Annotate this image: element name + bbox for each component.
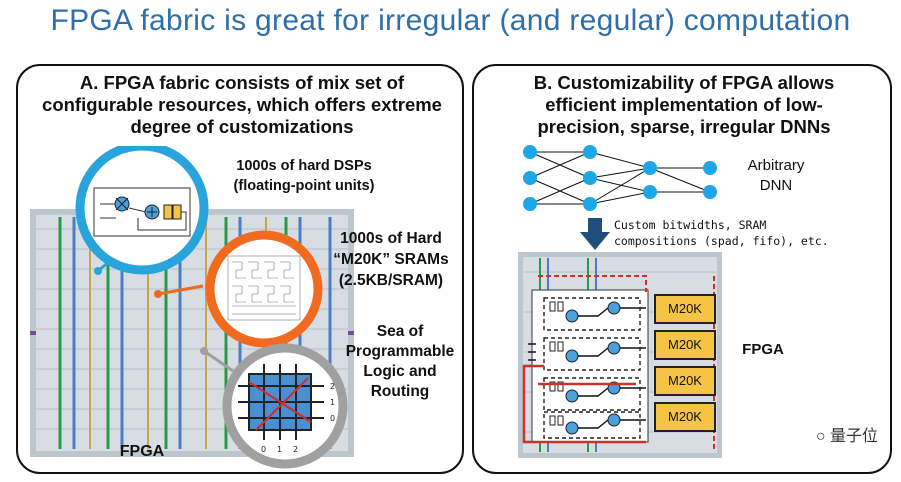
- panel-b: B. Customizability of FPGA allows effici…: [472, 64, 892, 474]
- panel-a-title-line3: degree of customizations: [130, 116, 354, 137]
- wechat-icon: ○: [815, 428, 826, 445]
- grid-tick-x-0: 0: [261, 445, 266, 454]
- watermark-text: 量子位: [829, 428, 878, 445]
- dsp-label-line2: (floating-point units): [233, 178, 375, 194]
- dnn-label-line1: Arbitrary: [747, 157, 805, 174]
- m20k-block-3: M20K: [654, 366, 716, 396]
- fpga-label-b: FPGA: [742, 341, 784, 358]
- grid-tick-y-0: 0: [330, 414, 335, 423]
- logic-label-line3: Logic and: [363, 363, 437, 380]
- panel-b-title-line1: B. Customizability of FPGA allows: [533, 72, 835, 93]
- custom-note-line2: compositions (spad, fifo), etc.: [614, 234, 829, 248]
- panel-b-title-line2: efficient implementation of low-: [545, 94, 823, 115]
- grid-tick-y-2: 2: [330, 382, 335, 391]
- panel-a-title-line1: A. FPGA fabric consists of mix set of: [79, 72, 405, 93]
- m20k-block-1: M20K: [654, 294, 716, 324]
- dnn-diagram: [523, 145, 717, 211]
- slide-title: FPGA fabric is great for irregular (and …: [50, 4, 851, 37]
- panel-b-title-line3: precision, sparse, irregular DNNs: [537, 116, 831, 137]
- m20k-block-2: M20K: [654, 330, 716, 360]
- logic-label-line2: Programmable: [345, 343, 455, 360]
- panel-a-title-line2: configurable resources, which offers ext…: [42, 94, 442, 115]
- dsp-label-line1: 1000s of hard DSPs: [236, 158, 372, 174]
- grid-tick-x-1: 1: [277, 445, 282, 454]
- m20k-block-4: M20K: [654, 402, 716, 432]
- grid-tick-x-2: 2: [293, 445, 298, 454]
- watermark: ○ 量子位: [816, 422, 878, 446]
- callout-rings: 2 1 0 0 1 2: [75, 146, 348, 469]
- sram-label-line2: “M20K” SRAMs: [333, 251, 449, 268]
- sram-label-line1: 1000s of Hard: [340, 230, 442, 247]
- panel-a: A. FPGA fabric consists of mix set of co…: [16, 64, 464, 474]
- dnn-label-line2: DNN: [759, 177, 793, 194]
- down-arrow-icon: [580, 218, 610, 250]
- logic-label-line4: Routing: [370, 383, 430, 400]
- sram-label-line3: (2.5KB/SRAM): [338, 272, 444, 289]
- fpga-label-a: FPGA: [119, 443, 165, 460]
- logic-label-line1: Sea of: [376, 323, 424, 340]
- custom-note-line1: Custom bitwidths, SRAM: [614, 218, 767, 232]
- grid-tick-y-1: 1: [330, 398, 335, 407]
